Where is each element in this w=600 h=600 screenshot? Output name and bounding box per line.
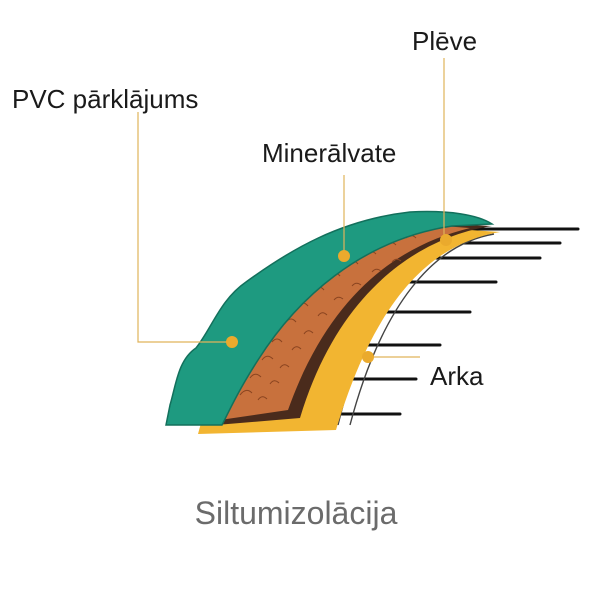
- arch-marker-dot: [362, 351, 374, 363]
- mineral-marker-dot: [338, 250, 350, 262]
- leader-lines: [137, 58, 445, 358]
- arch-label: Arka: [430, 361, 484, 391]
- mineral-wool-layer: [220, 226, 470, 420]
- pvc-label: PVC pārklājums: [12, 84, 198, 114]
- film-marker-dot: [440, 234, 452, 246]
- mineral-label: Minerālvate: [262, 138, 396, 168]
- pvc-leader-line: [137, 112, 232, 343]
- film-label: Plēve: [412, 26, 477, 56]
- pvc-cover-layer: [165, 210, 495, 426]
- pvc-marker-dot: [226, 336, 238, 348]
- diagram-caption: Siltumizolācija: [195, 495, 398, 531]
